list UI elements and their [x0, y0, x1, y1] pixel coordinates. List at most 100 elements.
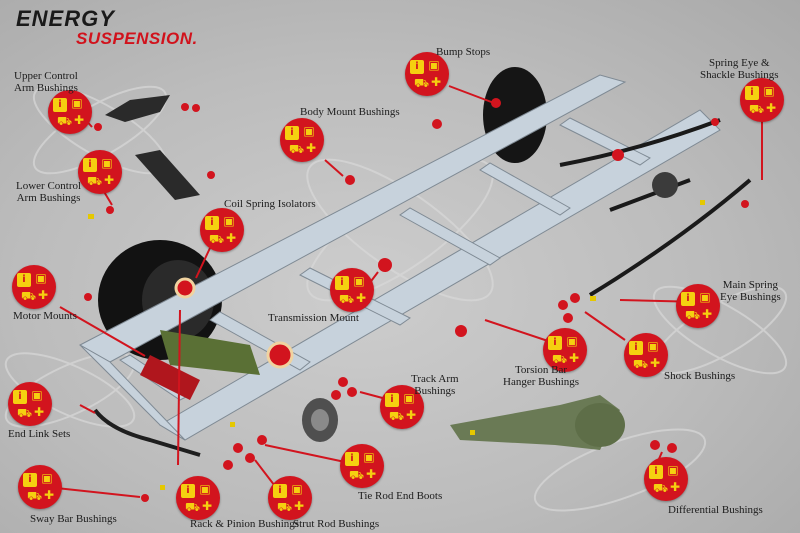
cart-icon[interactable]: ⛟ [17, 406, 33, 420]
cart-icon[interactable]: ⛟ [209, 232, 225, 246]
label-body-mount[interactable]: Body Mount Bushings [300, 106, 400, 118]
label-line: Arm Bushings [14, 82, 78, 94]
info-icon[interactable]: i [345, 452, 359, 466]
cart-plus-icon[interactable]: ✚ [649, 356, 661, 370]
label-shock[interactable]: Shock Bushings [664, 370, 736, 382]
box-icon: ▣ [101, 156, 113, 170]
transmission-mount-badge[interactable]: i▣⛟✚ [330, 268, 374, 312]
cart-plus-icon[interactable]: ✚ [701, 307, 713, 321]
info-icon[interactable]: i [335, 276, 349, 290]
info-icon[interactable]: i [745, 86, 759, 100]
info-icon[interactable]: i [629, 341, 643, 355]
lower-control-arm-badge[interactable]: i ▣ ⛟✚ [78, 150, 122, 194]
label-torsion-bar[interactable]: Torsion Bar Hanger Bushings [503, 364, 579, 388]
energy-suspension-logo[interactable]: ENERGY SUSPENSION. [16, 8, 226, 50]
cart-plus-icon[interactable]: ✚ [43, 488, 55, 502]
tie-rod-badge[interactable]: i▣⛟✚ [340, 444, 384, 488]
label-differential[interactable]: Differential Bushings [668, 504, 763, 516]
label-tie-rod[interactable]: Tie Rod End Boots [358, 490, 443, 502]
cart-plus-icon[interactable]: ✚ [37, 288, 49, 302]
info-icon[interactable]: i [285, 126, 299, 140]
sway-bar-badge[interactable]: i▣⛟✚ [18, 465, 62, 509]
cart-icon[interactable]: ⛟ [685, 308, 701, 322]
info-icon[interactable]: i [548, 336, 562, 350]
cart-plus-icon[interactable]: ✚ [201, 499, 213, 513]
cart-icon[interactable]: ⛟ [289, 142, 305, 156]
cart-icon[interactable]: ⛟ [633, 357, 649, 371]
cart-icon[interactable]: ⛟ [57, 114, 73, 128]
body-mount-badge[interactable]: i▣⛟✚ [280, 118, 324, 162]
label-strut-rod[interactable]: Strut Rod Bushings [293, 518, 380, 530]
logo-line-2: SUSPENSION. [76, 29, 198, 48]
cart-icon[interactable]: ⛟ [349, 468, 365, 482]
cart-plus-icon[interactable]: ✚ [430, 75, 442, 89]
rack-pinion-badge[interactable]: i▣⛟✚ [176, 476, 220, 520]
strut-rod-badge[interactable]: i▣⛟✚ [268, 476, 312, 520]
info-icon[interactable]: i [681, 292, 695, 306]
cart-icon[interactable]: ⛟ [552, 352, 568, 366]
cart-plus-icon[interactable]: ✚ [669, 480, 681, 494]
cart-icon[interactable]: ⛟ [21, 289, 37, 303]
frame-rails [78, 74, 721, 441]
cart-plus-icon[interactable]: ✚ [568, 351, 580, 365]
upper-control-arm-badge[interactable]: i ▣ ⛟✚ [48, 90, 92, 134]
label-lower-control-arm[interactable]: Lower Control Arm Bushings [16, 180, 81, 204]
cart-plus-icon[interactable]: ✚ [293, 499, 305, 513]
differential-illustration [450, 395, 625, 450]
info-icon[interactable]: i [181, 484, 195, 498]
differential-badge[interactable]: i▣⛟✚ [644, 457, 688, 501]
cart-icon[interactable]: ⛟ [87, 174, 103, 188]
end-link-badge[interactable]: i▣⛟✚ [8, 382, 52, 426]
cart-icon[interactable]: ⛟ [414, 76, 430, 90]
box-icon: ▣ [71, 96, 83, 110]
main-spring-badge[interactable]: i▣⛟✚ [676, 284, 720, 328]
label-transmission-mount[interactable]: Transmission Mount [268, 312, 359, 324]
label-coil-spring[interactable]: Coil Spring Isolators [224, 198, 316, 210]
label-main-spring[interactable]: Main Spring Eye Bushings [720, 279, 781, 303]
cart-icon[interactable]: ⛟ [749, 102, 765, 116]
torsion-bar-badge[interactable]: i▣⛟✚ [543, 328, 587, 372]
info-icon[interactable]: i [649, 465, 663, 479]
label-spring-eye[interactable]: Spring Eye & Shackle Bushings [700, 57, 779, 81]
info-icon[interactable]: i [273, 484, 287, 498]
info-icon[interactable]: i [13, 390, 27, 404]
label-upper-control-arm[interactable]: Upper Control Arm Bushings [14, 70, 78, 94]
cart-plus-icon[interactable]: ✚ [305, 141, 317, 155]
cart-plus-icon[interactable]: ✚ [73, 113, 85, 127]
info-icon[interactable]: i [17, 273, 31, 287]
cart-plus-icon[interactable]: ✚ [355, 291, 367, 305]
info-icon[interactable]: i [53, 98, 67, 112]
cart-icon[interactable]: ⛟ [27, 489, 43, 503]
cart-plus-icon[interactable]: ✚ [103, 173, 115, 187]
label-motor-mounts[interactable]: Motor Mounts [13, 310, 77, 322]
cart-plus-icon[interactable]: ✚ [405, 408, 417, 422]
coil-spring-badge[interactable]: i▣⛟✚ [200, 208, 244, 252]
shock-badge[interactable]: i▣⛟✚ [624, 333, 668, 377]
motor-mounts-badge[interactable]: i▣⛟✚ [12, 265, 56, 309]
spring-eye-badge[interactable]: i▣⛟✚ [740, 78, 784, 122]
bump-stops-badge[interactable]: i▣⛟✚ [405, 52, 449, 96]
info-icon[interactable]: i [23, 473, 37, 487]
info-icon[interactable]: i [205, 216, 219, 230]
cart-plus-icon[interactable]: ✚ [33, 405, 45, 419]
cart-icon[interactable]: ⛟ [389, 409, 405, 423]
cart-plus-icon[interactable]: ✚ [365, 467, 377, 481]
label-line: Track Arm [411, 373, 459, 385]
cart-plus-icon[interactable]: ✚ [225, 231, 237, 245]
label-end-link[interactable]: End Link Sets [8, 428, 71, 440]
track-arm-badge[interactable]: i▣⛟✚ [380, 385, 424, 429]
info-icon[interactable]: i [410, 60, 424, 74]
cart-icon[interactable]: ⛟ [277, 500, 293, 514]
cart-plus-icon[interactable]: ✚ [765, 101, 777, 115]
label-sway-bar[interactable]: Sway Bar Bushings [30, 513, 117, 525]
label-line: Upper Control [14, 70, 78, 82]
cart-icon[interactable]: ⛟ [339, 292, 355, 306]
label-rack-pinion[interactable]: Rack & Pinion Bushings [190, 518, 300, 530]
label-track-arm[interactable]: Track Arm Bushings [411, 373, 459, 397]
cart-icon[interactable]: ⛟ [653, 481, 669, 495]
info-icon[interactable]: i [385, 393, 399, 407]
label-bump-stops[interactable]: Bump Stops [436, 46, 491, 58]
cart-icon[interactable]: ⛟ [185, 500, 201, 514]
info-icon[interactable]: i [83, 158, 97, 172]
